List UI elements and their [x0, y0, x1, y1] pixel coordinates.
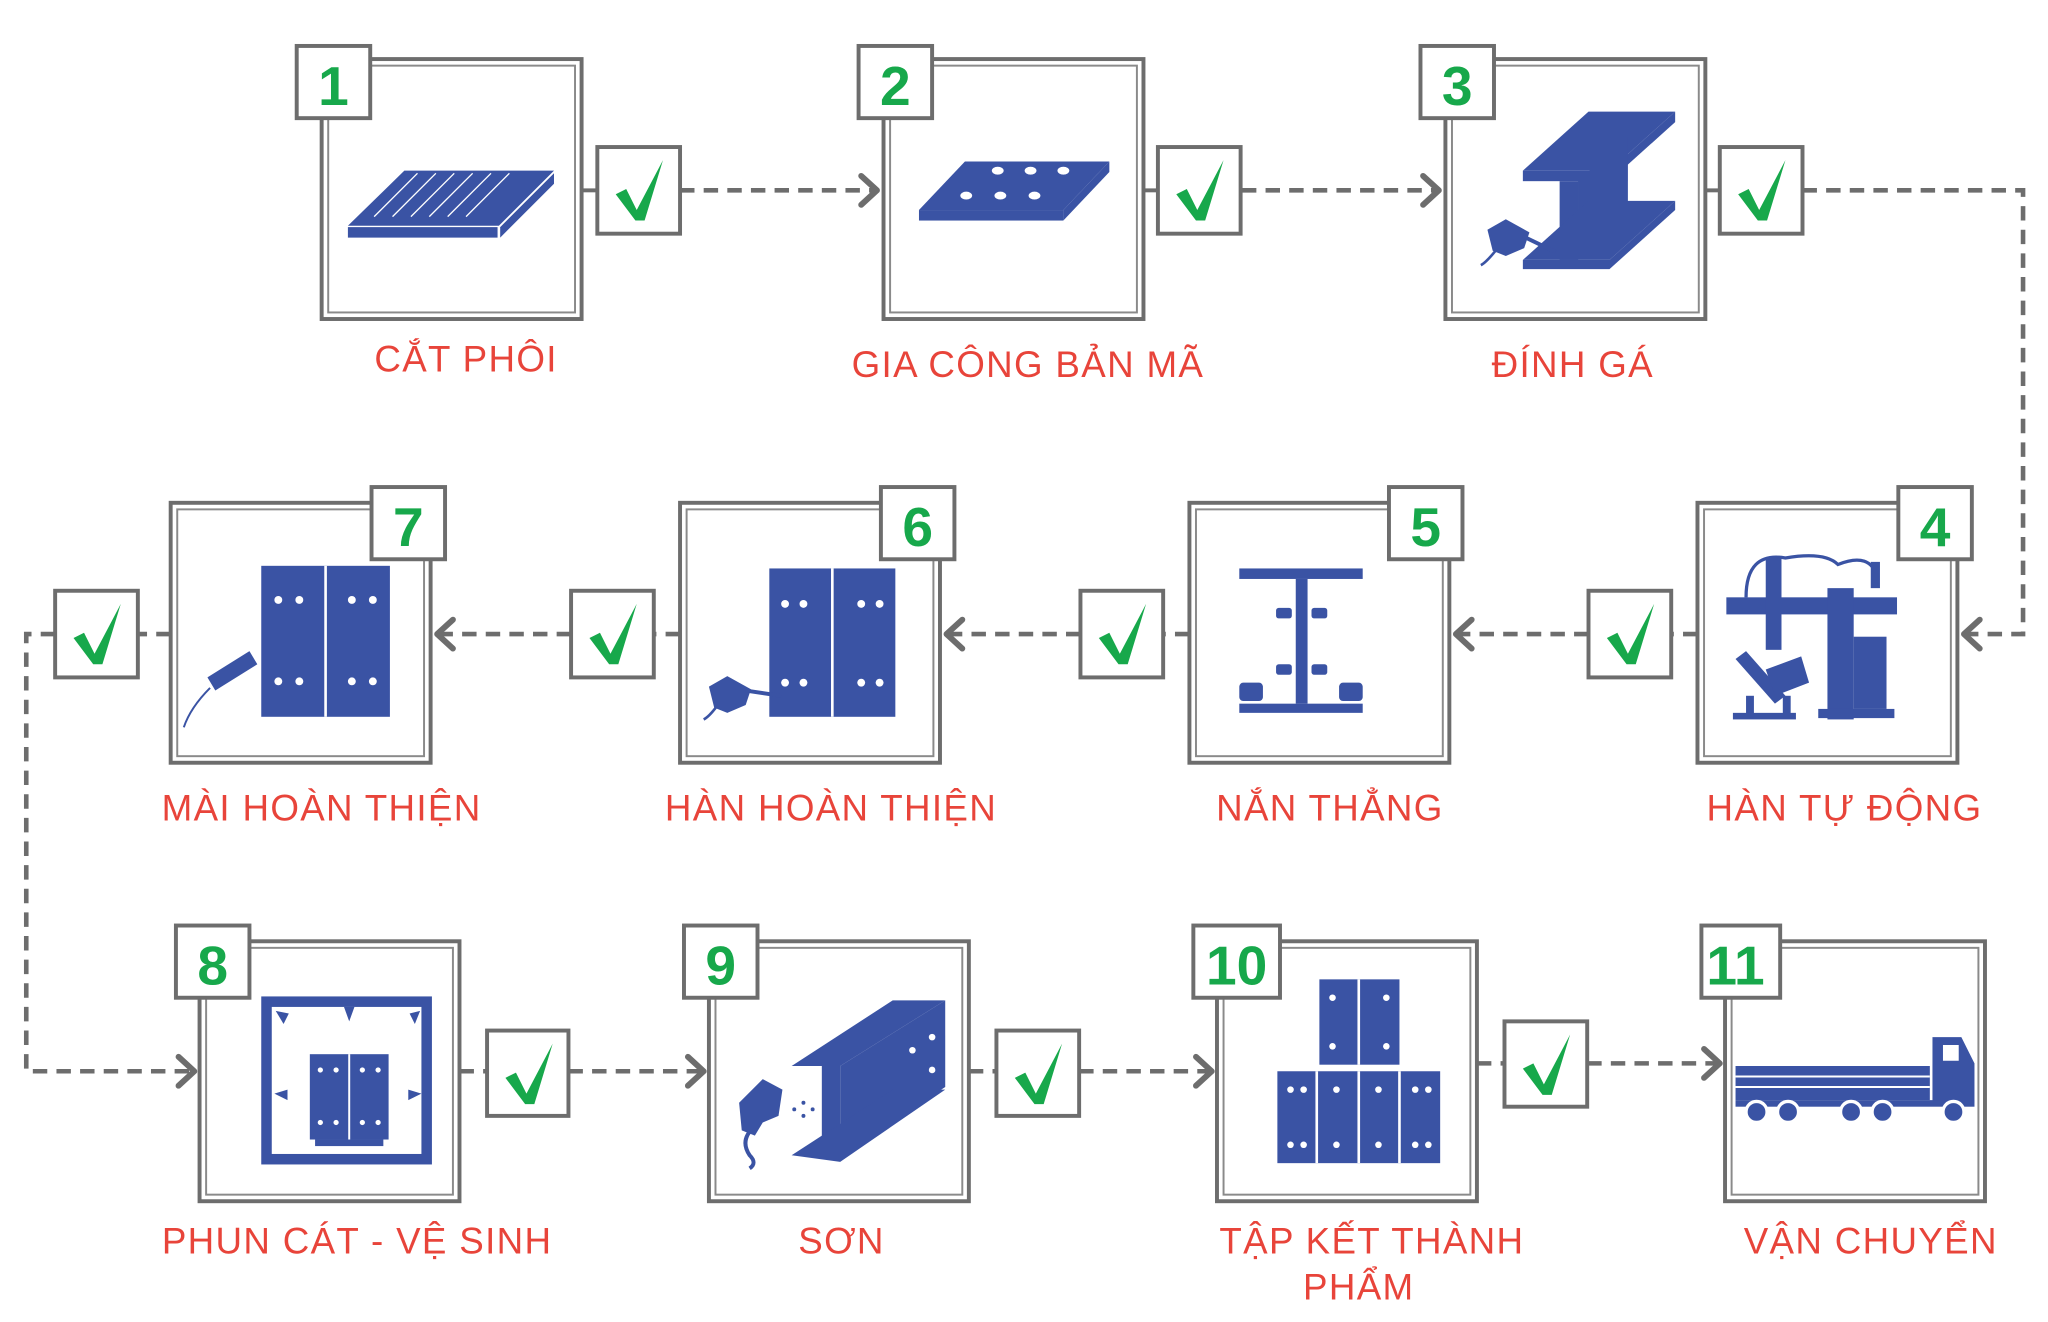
checkmark-icon: [1522, 1034, 1571, 1095]
step-number: 1: [318, 55, 349, 117]
tack-weld-ibeam-icon: [1480, 111, 1676, 270]
checkmark-icon: [505, 1043, 553, 1105]
step-label: VẬN CHUYỂN: [1744, 1220, 1998, 1262]
plate-cutting-icon: [347, 170, 555, 238]
check-box: [485, 1028, 571, 1118]
spray-painting-icon: [739, 1000, 946, 1171]
step-number: 8: [197, 935, 228, 997]
welding-robot-icon: [1726, 554, 1898, 720]
checkmark-icon: [589, 603, 637, 665]
step-number: 10: [1206, 935, 1267, 997]
step-label-line-1: TẬP KẾT THÀNH: [1219, 1221, 1524, 1262]
step-10: 10 TẬP KẾT THÀNH PHẨM: [1191, 923, 1524, 1308]
step-label: GIA CÔNG BẢN MÃ: [852, 344, 1205, 385]
drilled-plate-icon: [918, 161, 1110, 221]
sandblasting-icon: [261, 996, 432, 1165]
check-box: [53, 588, 140, 680]
step-number: 9: [705, 935, 736, 997]
step-number: 3: [1442, 55, 1473, 117]
grinding-icon: [182, 565, 390, 728]
step-label: HÀN HOÀN THIỆN: [665, 788, 997, 829]
checkmark-icon: [1606, 603, 1655, 665]
step-number: 2: [880, 55, 911, 117]
step-number: 6: [902, 496, 933, 558]
checkmark-icon: [1738, 160, 1786, 221]
finish-welding-icon: [703, 568, 896, 721]
step-label: SƠN: [798, 1221, 885, 1262]
step-label: MÀI HOÀN THIỆN: [162, 788, 482, 829]
connectors: [23, 172, 2026, 1089]
checkmark-icon: [615, 160, 663, 221]
step-number: 11: [1706, 935, 1764, 997]
step-label: NẮN THẲNG: [1216, 787, 1444, 829]
step-label: PHUN CÁT - VỆ SINH: [162, 1221, 553, 1262]
straightening-ibeam-icon: [1239, 568, 1363, 713]
check-box: [1078, 588, 1166, 680]
step-number: 4: [1920, 496, 1951, 558]
step-8: 8 PHUN CÁT - VỆ SINH: [162, 923, 553, 1262]
step-label: HÀN TỰ ĐỘNG: [1707, 788, 1983, 829]
checkmark-icon: [1176, 160, 1224, 221]
step-3: 3 ĐÍNH GÁ: [1418, 43, 1708, 385]
step-4: 4 HÀN TỰ ĐỘNG: [1695, 485, 1983, 829]
step-11: 11 VẬN CHUYỂN: [1699, 923, 1998, 1262]
step-7: 7 MÀI HOÀN THIỆN: [162, 485, 482, 829]
checkmark-icon: [1098, 603, 1147, 665]
check-box: [1155, 145, 1243, 236]
check-box: [1586, 588, 1674, 680]
step-9: 9 SƠN: [682, 923, 971, 1262]
checkmark-icon: [1014, 1043, 1063, 1105]
step-6: 6 HÀN HOÀN THIỆN: [665, 485, 997, 829]
check-box: [569, 588, 656, 680]
check-box: [1502, 1019, 1590, 1109]
stacked-products-icon: [1277, 979, 1441, 1164]
step-5: 5 NẮN THẲNG: [1187, 485, 1465, 829]
step-number: 5: [1410, 496, 1441, 558]
check-box: [994, 1028, 1082, 1118]
step-number: 7: [393, 496, 424, 558]
step-label-line-2: PHẨM: [1303, 1266, 1414, 1308]
truck-icon: [1735, 1037, 1975, 1125]
step-2: 2 GIA CÔNG BẢN MÃ: [852, 43, 1205, 385]
step-1: 1 CẮT PHÔI: [294, 43, 584, 380]
check-box: [595, 145, 683, 236]
check-markers: [53, 145, 1805, 1118]
check-box: [1717, 145, 1805, 236]
step-label: ĐÍNH GÁ: [1492, 344, 1654, 385]
checkmark-icon: [73, 603, 121, 665]
step-label: CẮT PHÔI: [374, 338, 557, 380]
